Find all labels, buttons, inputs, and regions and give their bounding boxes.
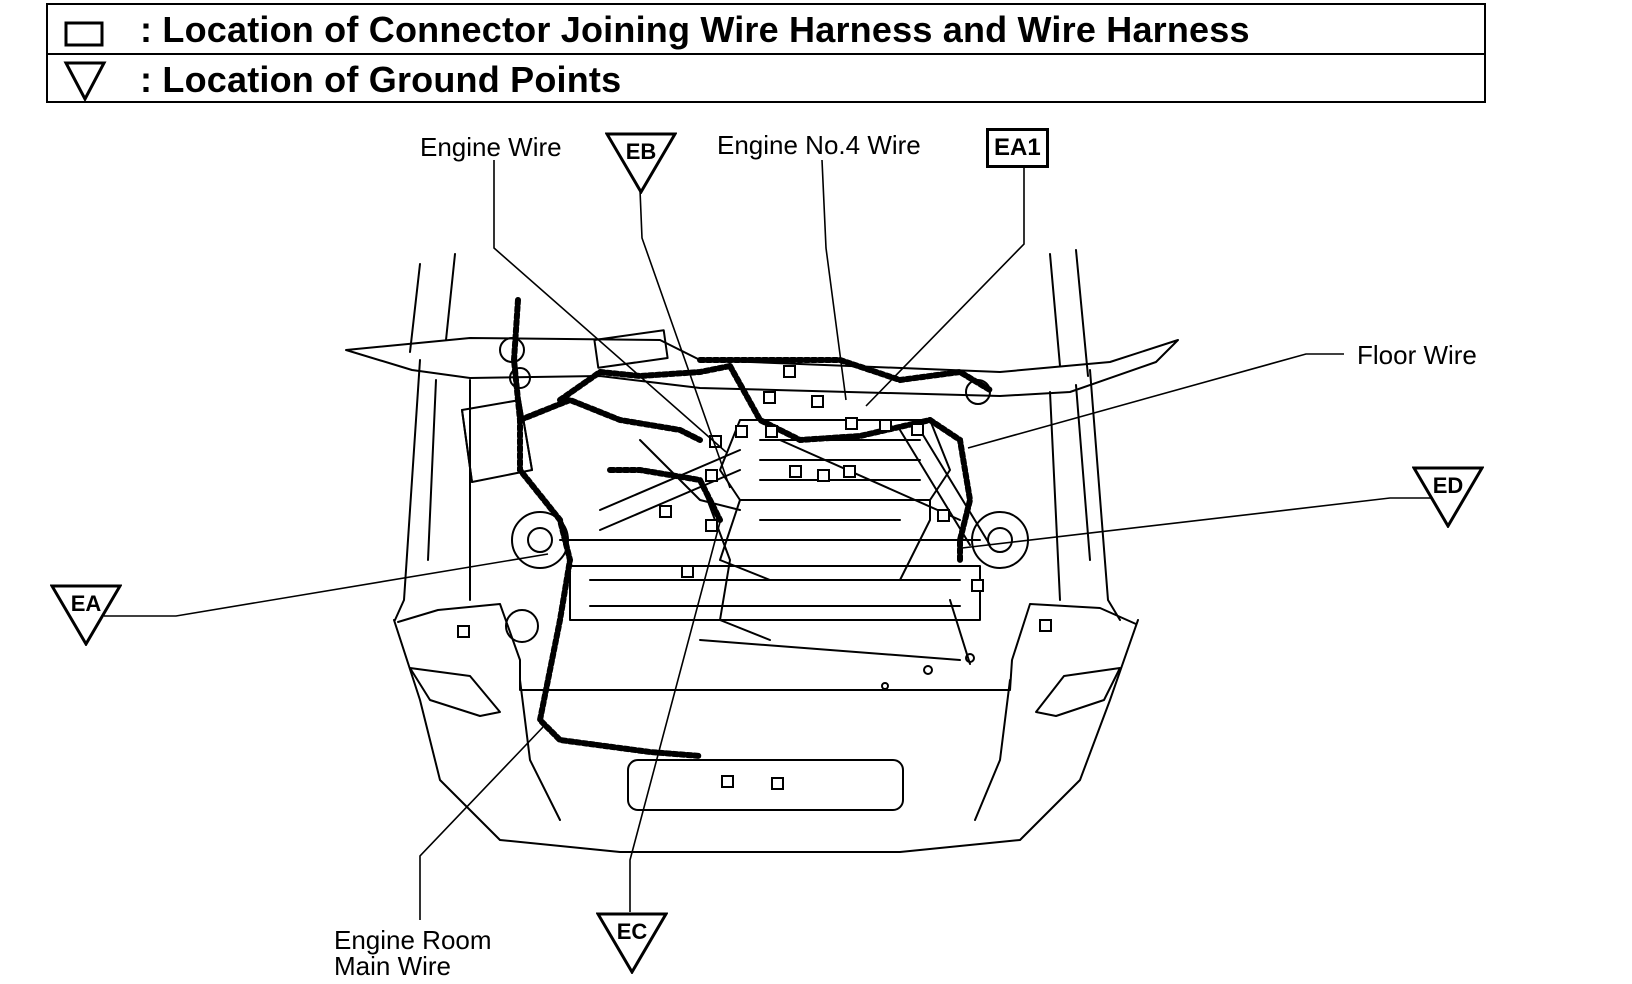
triangle-down-icon (1411, 466, 1485, 529)
legend-row-connector: : Location of Connector Joining Wire Har… (48, 5, 1484, 55)
triangle-down-outline-icon (63, 61, 107, 103)
legend-box: : Location of Connector Joining Wire Har… (46, 3, 1486, 103)
cross-braces (599, 429, 991, 546)
bumper-outline (397, 603, 1137, 821)
legend-ground-text: : Location of Ground Points (140, 59, 622, 100)
label-engine-wire: Engine Wire (420, 132, 562, 162)
ground-ec-label: EC (616, 919, 648, 944)
legend-row-ground: : Location of Ground Points (48, 55, 1484, 103)
leader-ec (629, 521, 721, 912)
relay-box (461, 329, 669, 483)
ground-ea-label: EA (70, 591, 102, 616)
connector-ea1-label: EA1 (986, 128, 1049, 168)
hood-outline (345, 249, 1179, 397)
connector-blocks (457, 365, 1052, 790)
ground-ed-marker: ED (1411, 466, 1485, 529)
label-floor-wire: Floor Wire (1357, 340, 1477, 370)
ground-ed-label: ED (1432, 473, 1464, 498)
leader-ea (104, 553, 549, 617)
square-outline-icon (64, 21, 104, 47)
label-engine-room-main-wire-line1: Engine Room (334, 925, 492, 955)
ground-ea-marker: EA (49, 584, 123, 647)
triangle-down-icon (595, 912, 669, 975)
triangle-down-icon (49, 584, 123, 647)
label-engine-room-main-wire-line2: Main Wire (334, 951, 452, 981)
ground-eb-label: EB (625, 139, 657, 164)
label-engine-no4-wire: Engine No.4 Wire (717, 130, 921, 160)
radiator-support (559, 539, 981, 690)
leader-eb (639, 189, 731, 489)
leader-engine-room-main (419, 725, 545, 920)
leader-engine-wire (493, 160, 727, 453)
leader-lines (104, 159, 1448, 920)
legend-connector-text: : Location of Connector Joining Wire Har… (140, 9, 1250, 50)
leader-ea1 (865, 168, 1025, 407)
ground-ec-marker: EC (595, 912, 669, 975)
triangle-down-icon (604, 132, 678, 195)
ground-eb-marker: EB (604, 132, 678, 195)
leader-ed (961, 497, 1448, 549)
leader-engine-no4 (821, 159, 847, 401)
body-outline (393, 359, 1139, 853)
leader-floor-wire (967, 353, 1344, 449)
